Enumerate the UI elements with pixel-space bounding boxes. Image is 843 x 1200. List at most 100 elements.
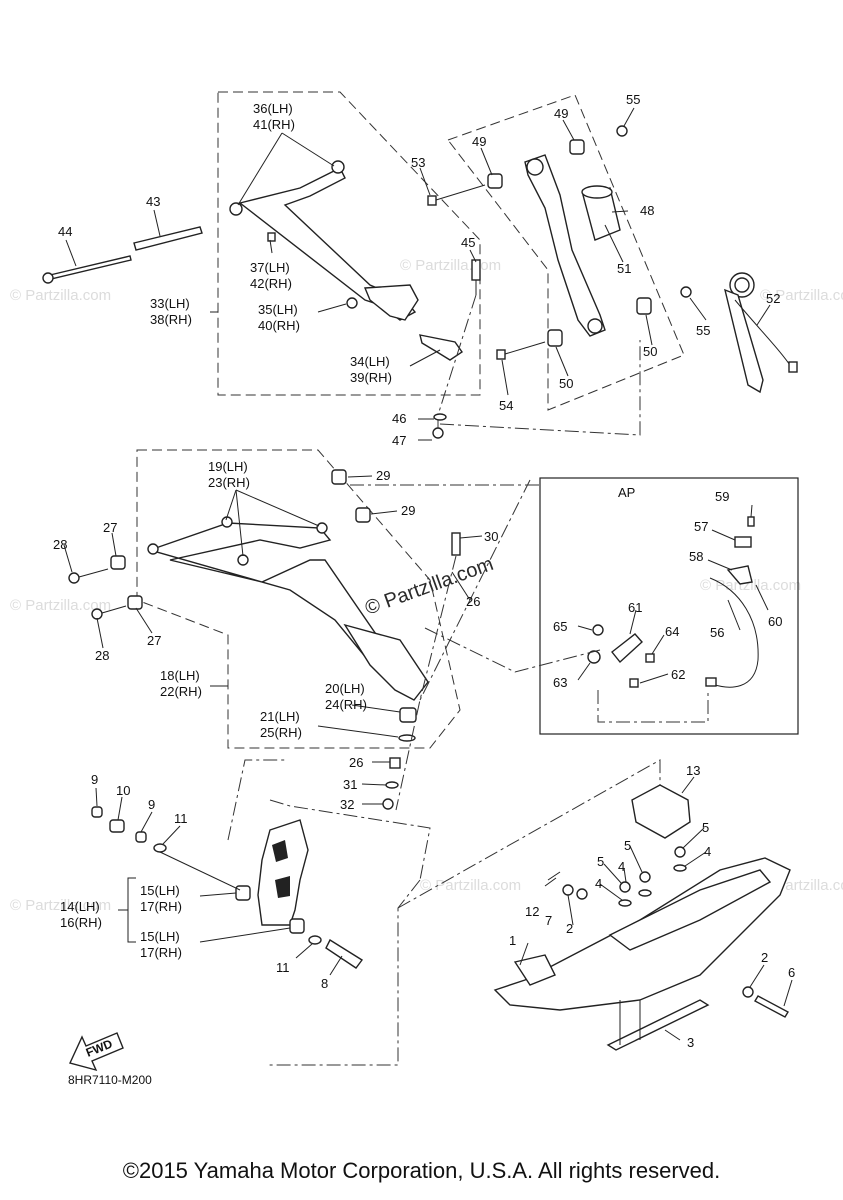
watermark: © Partzilla.com bbox=[420, 877, 521, 894]
callout-20-lh: 20(LH) bbox=[325, 681, 365, 696]
linkage-rod bbox=[611, 633, 643, 664]
diagram-code: 8HR7110-M200 bbox=[68, 1073, 152, 1087]
callout-46: 46 bbox=[392, 411, 406, 426]
callout-24-rh: 24(RH) bbox=[325, 697, 367, 712]
callout-8: 8 bbox=[321, 976, 328, 991]
callout-65: 65 bbox=[553, 619, 567, 634]
callout-50-a: 50 bbox=[643, 344, 657, 359]
callout-45: 45 bbox=[461, 235, 475, 250]
upper-arm-group bbox=[42, 91, 641, 441]
callout-32: 32 bbox=[340, 797, 354, 812]
callout-28-a: 28 bbox=[53, 537, 67, 552]
callout-60: 60 bbox=[768, 614, 782, 629]
ball-joint bbox=[419, 334, 463, 361]
callout-59: 59 bbox=[715, 489, 729, 504]
watermark: © Partzilla.com bbox=[760, 287, 843, 304]
callout-4-c: 4 bbox=[595, 876, 602, 891]
callout-7: 7 bbox=[545, 913, 552, 928]
callout-25-rh: 25(RH) bbox=[260, 725, 302, 740]
shaft bbox=[133, 226, 203, 251]
callout-54: 54 bbox=[499, 398, 513, 413]
callout-15-lh-b: 15(LH) bbox=[140, 929, 180, 944]
callout-12: 12 bbox=[525, 904, 539, 919]
callout-29-b: 29 bbox=[401, 503, 415, 518]
callout-4-b: 4 bbox=[618, 859, 625, 874]
callout-49-a: 49 bbox=[472, 134, 486, 149]
callout-52: 52 bbox=[766, 291, 780, 306]
callout-30: 30 bbox=[484, 529, 498, 544]
callout-58: 58 bbox=[689, 549, 703, 564]
bolt bbox=[49, 255, 132, 280]
callout-53: 53 bbox=[411, 155, 425, 170]
callout-37-lh: 37(LH) bbox=[250, 260, 290, 275]
callout-15-lh-a: 15(LH) bbox=[140, 883, 180, 898]
spindle-shaft bbox=[325, 938, 364, 969]
callout-41-rh: 41(RH) bbox=[253, 117, 295, 132]
callout-48: 48 bbox=[640, 203, 654, 218]
callout-4-a: 4 bbox=[704, 844, 711, 859]
callout-11-a: 11 bbox=[174, 811, 188, 826]
callout-1: 1 bbox=[509, 933, 516, 948]
callout-2-a: 2 bbox=[566, 921, 573, 936]
inset-label: AP bbox=[618, 485, 635, 500]
callout-27-b: 27 bbox=[147, 633, 161, 648]
callout-35-lh: 35(LH) bbox=[258, 302, 298, 317]
wear-bar bbox=[606, 999, 710, 1051]
callout-47: 47 bbox=[392, 433, 406, 448]
spindle-ski-group bbox=[91, 759, 793, 1066]
ski-spindle bbox=[257, 819, 309, 926]
callout-17-rh-b: 17(RH) bbox=[140, 945, 182, 960]
callout-9-a: 9 bbox=[91, 772, 98, 787]
callout-51: 51 bbox=[617, 261, 631, 276]
callout-44: 44 bbox=[58, 224, 72, 239]
copyright-notice: ©2015 Yamaha Motor Corporation, U.S.A. A… bbox=[122, 1158, 721, 1183]
callout-42-rh: 42(RH) bbox=[250, 276, 292, 291]
callout-57: 57 bbox=[694, 519, 708, 534]
callout-50-b: 50 bbox=[559, 376, 573, 391]
callout-3: 3 bbox=[687, 1035, 694, 1050]
callout-18-lh: 18(LH) bbox=[160, 668, 200, 683]
callout-2-b: 2 bbox=[761, 950, 768, 965]
callout-16-rh: 16(RH) bbox=[60, 915, 102, 930]
callout-39-rh: 39(RH) bbox=[350, 370, 392, 385]
shock-absorber bbox=[524, 154, 606, 337]
callout-38-rh: 38(RH) bbox=[150, 312, 192, 327]
callout-14-lh: 14(LH) bbox=[60, 899, 100, 914]
callout-55-b: 55 bbox=[696, 323, 710, 338]
callout-10: 10 bbox=[116, 783, 130, 798]
callout-26-b: 26 bbox=[349, 755, 363, 770]
callout-29-a: 29 bbox=[376, 468, 390, 483]
callout-23-rh: 23(RH) bbox=[208, 475, 250, 490]
callout-62: 62 bbox=[671, 667, 685, 682]
lower-arm bbox=[147, 522, 403, 692]
callout-9-b: 9 bbox=[148, 797, 155, 812]
callout-27-a: 27 bbox=[103, 520, 117, 535]
callout-13: 13 bbox=[686, 763, 700, 778]
callout-40-rh: 40(RH) bbox=[258, 318, 300, 333]
lower-arm-group bbox=[63, 449, 540, 811]
callout-31: 31 bbox=[343, 777, 357, 792]
callout-63: 63 bbox=[553, 675, 567, 690]
callout-21-lh: 21(LH) bbox=[260, 709, 300, 724]
callout-64: 64 bbox=[665, 624, 679, 639]
callout-36-lh: 36(LH) bbox=[253, 101, 293, 116]
watermark: © Partzilla.com bbox=[400, 257, 501, 274]
callout-labels: 36(LH) 41(RH) 43 44 37(LH) 42(RH) 33(LH)… bbox=[53, 92, 795, 1050]
watermark: © Partzilla.com bbox=[10, 897, 111, 914]
callout-55-a: 55 bbox=[626, 92, 640, 107]
watermark-center: © Partzilla.com bbox=[362, 553, 496, 620]
shock-group bbox=[419, 94, 798, 411]
callout-17-rh-a: 17(RH) bbox=[140, 899, 182, 914]
callout-33-lh: 33(LH) bbox=[150, 296, 190, 311]
callout-49-b: 49 bbox=[554, 106, 568, 121]
callout-11-b: 11 bbox=[276, 960, 290, 975]
callout-22-rh: 22(RH) bbox=[160, 684, 202, 699]
callout-61: 61 bbox=[628, 600, 642, 615]
callout-34-lh: 34(LH) bbox=[350, 354, 390, 369]
callout-19-lh: 19(LH) bbox=[208, 459, 248, 474]
callout-56: 56 bbox=[710, 625, 724, 640]
watermark: © Partzilla.com bbox=[10, 287, 111, 304]
callout-5-b: 5 bbox=[624, 838, 631, 853]
callout-26-a: 26 bbox=[466, 594, 480, 609]
